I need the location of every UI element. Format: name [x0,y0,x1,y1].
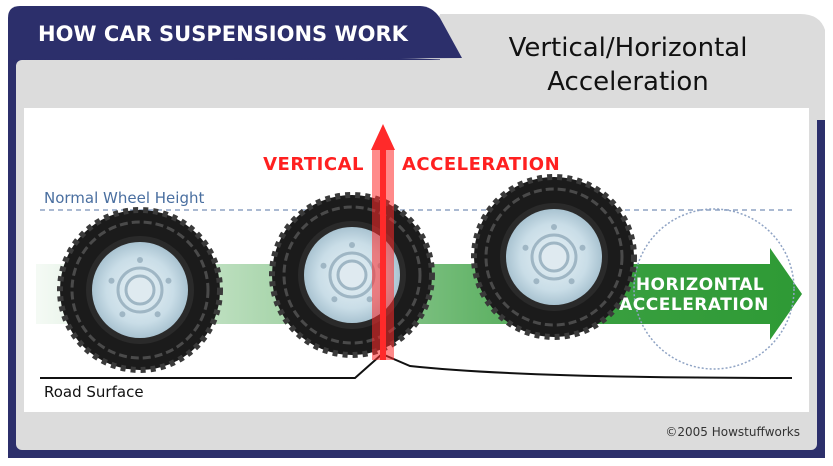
road-surface-label: Road Surface [44,383,144,401]
header-tab [8,6,462,60]
tire-icon [474,177,634,337]
normal-wheel-height-label: Normal Wheel Height [44,189,204,207]
tire-icon [272,195,432,355]
tire-icon [60,210,220,370]
subtitle-line2: Acceleration [547,67,709,97]
horizontal-label-line1: HORIZONTAL [636,275,764,295]
horizontal-label-line2: ACCELERATION [619,295,769,315]
vertical-arrow [371,124,395,150]
header-title: HOW CAR SUSPENSIONS WORK [38,22,409,46]
acceleration-label: ACCELERATION [402,154,560,175]
ghost-wheel-outline [633,208,795,370]
road-surface-line [40,352,793,379]
copyright-credit: ©2005 Howstuffworks [665,425,800,439]
subtitle-line1: Vertical/Horizontal [509,33,748,63]
vertical-label: VERTICAL [263,154,364,175]
